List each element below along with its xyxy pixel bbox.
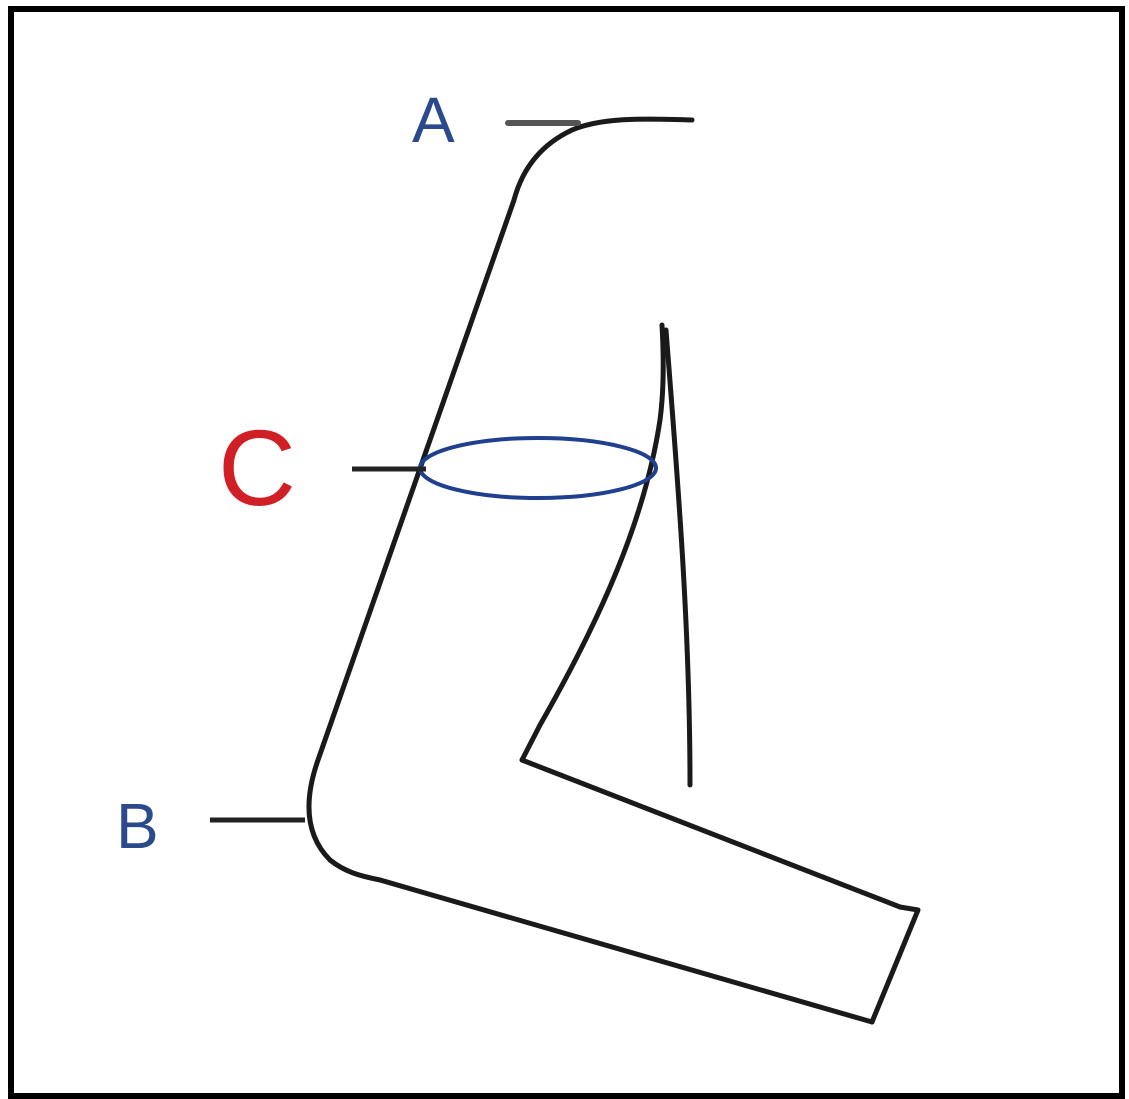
arm-outer-contour (306, 116, 875, 1025)
label-b: B (116, 790, 159, 862)
diagram-frame (8, 6, 1125, 1099)
upper-arm-depth-line (663, 327, 693, 788)
forearm-end (869, 904, 921, 1025)
upper-arm-inner-line (519, 322, 666, 763)
c-ring-icon (418, 436, 658, 500)
forearm-upper-edge (519, 757, 903, 910)
label-c: C (218, 407, 296, 528)
label-a: A (412, 84, 455, 156)
